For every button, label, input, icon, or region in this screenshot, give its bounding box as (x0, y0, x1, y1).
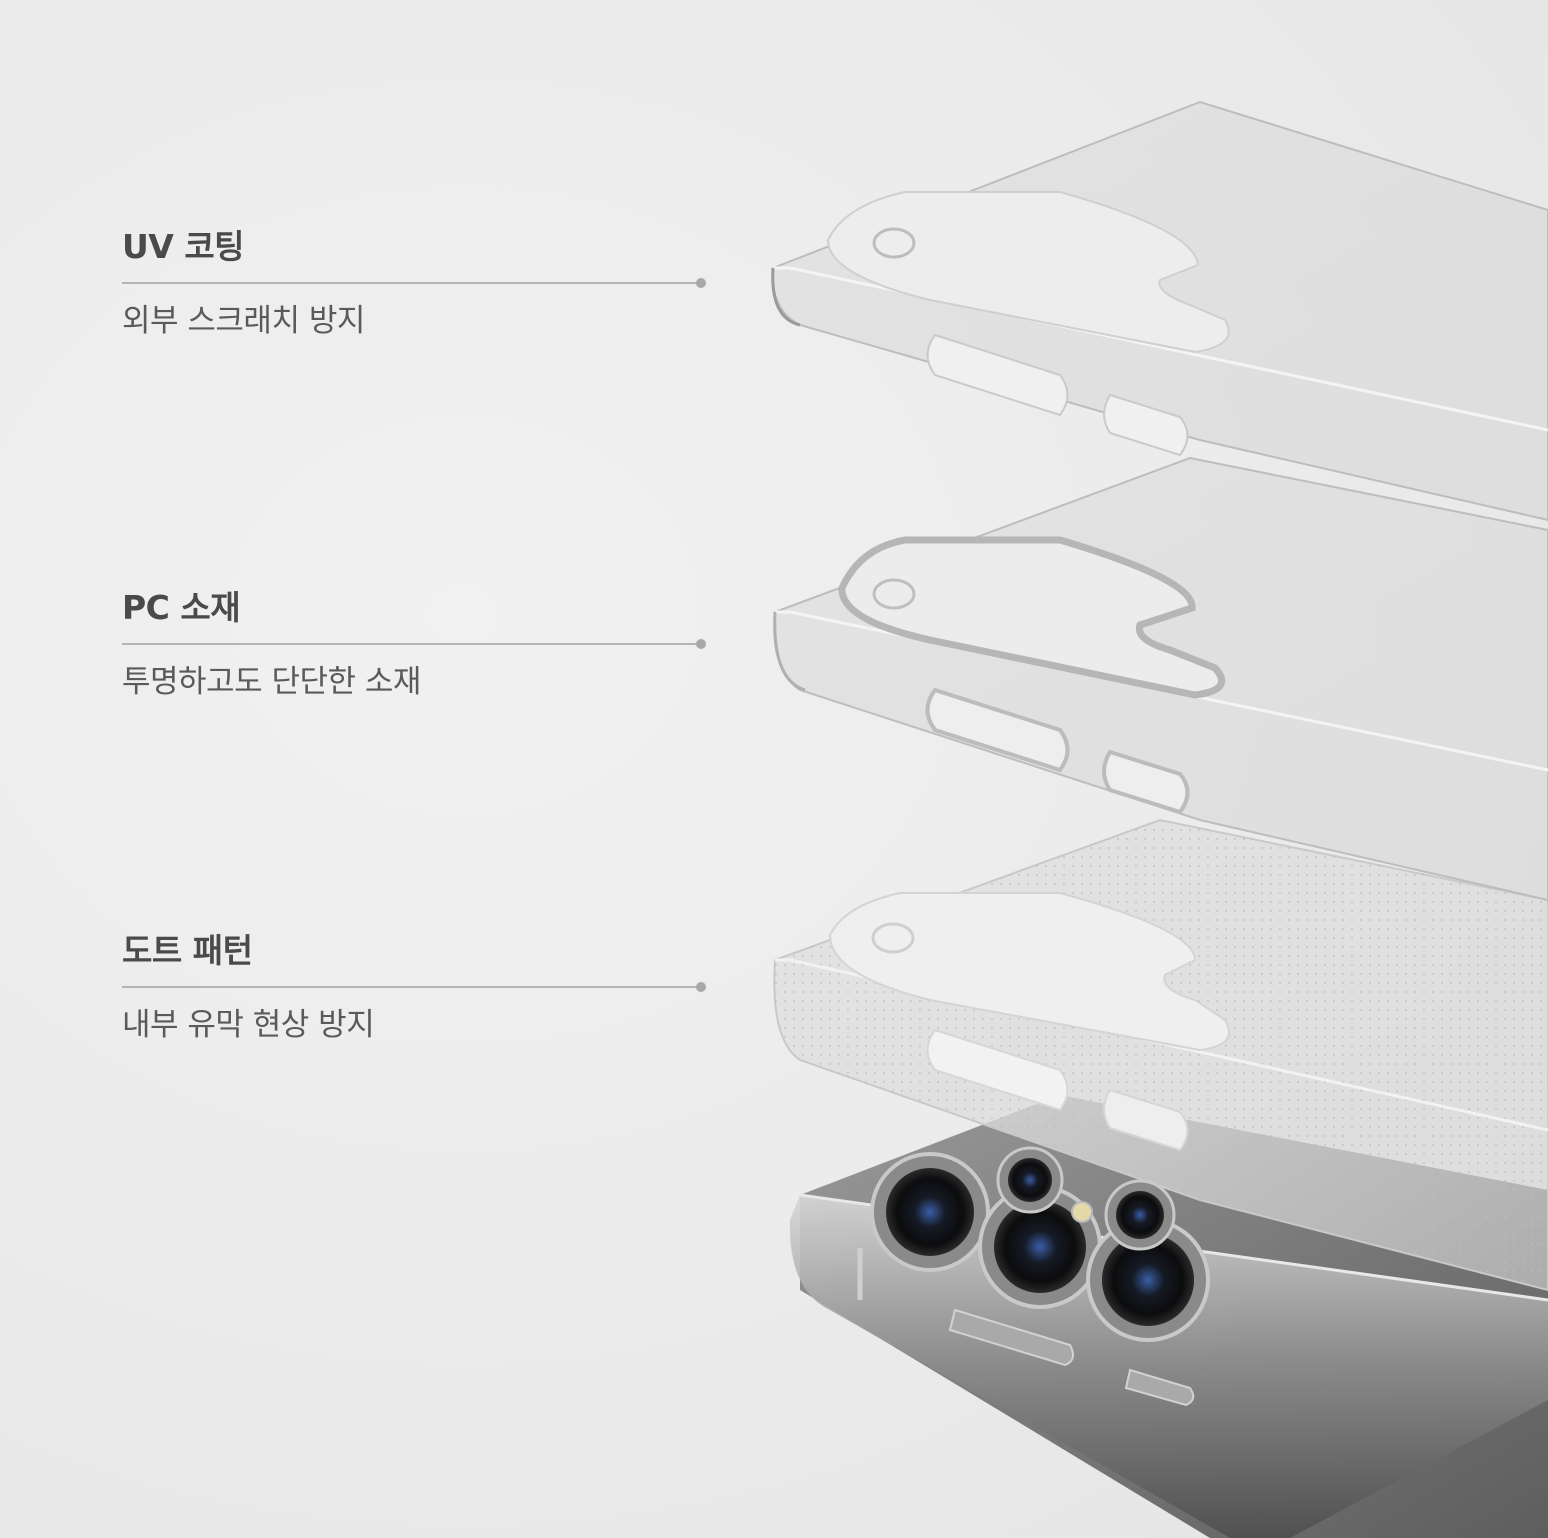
feature-title: PC 소재 (122, 588, 241, 627)
divider-dot (696, 278, 706, 288)
feature-title: UV 코팅 (122, 227, 245, 266)
feature-divider (122, 982, 706, 992)
case-uv-coating-layer (771, 100, 1548, 522)
divider-dot (696, 982, 706, 992)
feature-description: 외부 스크래치 방지 (122, 303, 365, 339)
feature-pc-material: PC 소재 투명하고도 단단한 소재 (122, 591, 712, 698)
camera-lenses (870, 1146, 1210, 1342)
divider-dot (696, 639, 706, 649)
feature-title: 도트 패턴 (122, 931, 253, 970)
case-dot-pattern-layer (773, 818, 1548, 1292)
feature-divider (122, 278, 706, 288)
feature-divider (122, 639, 706, 649)
feature-description: 투명하고도 단단한 소재 (122, 664, 421, 700)
case-pc-material-layer (773, 456, 1548, 902)
feature-uv-coating: UV 코팅 외부 스크래치 방지 (122, 230, 712, 337)
feature-description: 내부 유막 현상 방지 (122, 1007, 375, 1043)
feature-dot-pattern: 도트 패턴 내부 유막 현상 방지 (122, 934, 712, 1041)
